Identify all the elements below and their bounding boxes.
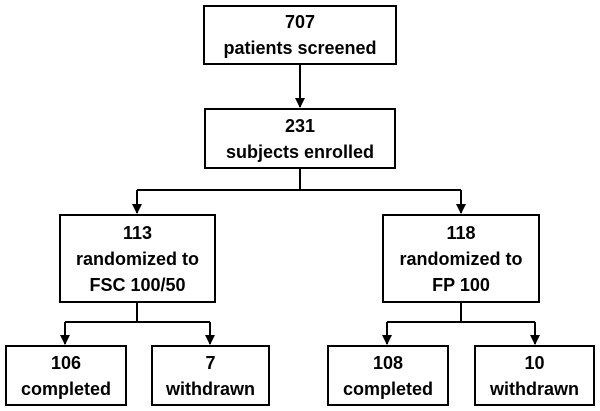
screened-label: patients screened <box>223 38 377 58</box>
fsc-completed-label: completed <box>20 378 112 399</box>
fsc-arm-count: 113 <box>122 222 153 243</box>
connector-enrolled-to-arms <box>132 169 466 214</box>
fp-withdrawn-label: withdrawn <box>490 378 579 399</box>
fsc-completed-count: 106 <box>50 352 82 373</box>
fp-withdrawn-count: 10 <box>524 352 545 373</box>
screened-box: 707 patients screened <box>203 5 397 65</box>
connector-fp-to-outcomes <box>382 303 540 345</box>
fp-completed-label: completed <box>342 378 434 399</box>
enrolled-count: 231 <box>284 115 316 136</box>
fsc-completed-box: 106 completed <box>5 345 127 406</box>
enrolled-box: 231 subjects enrolled <box>204 108 396 169</box>
fsc-withdrawn-count: 7 <box>205 352 216 373</box>
fp-arm-label: randomized to <box>399 248 523 269</box>
fsc-arm-label: randomized to <box>75 248 199 269</box>
fsc-arm-box: 113 randomized to FSC 100/50 <box>59 214 216 303</box>
fsc-withdrawn-label: withdrawn <box>166 378 255 399</box>
enrolled-label: subjects enrolled <box>225 141 375 162</box>
fp-arm-count: 118 <box>446 222 476 243</box>
fp-arm-treatment: FP 100 <box>432 274 490 295</box>
fsc-withdrawn-box: 7 withdrawn <box>151 345 270 406</box>
connector-fsc-to-outcomes <box>60 303 215 345</box>
screened-count: 707 <box>284 12 316 32</box>
fp-completed-count: 108 <box>372 352 404 373</box>
fp-withdrawn-box: 10 withdrawn <box>474 345 595 406</box>
fsc-arm-treatment: FSC 100/50 <box>89 274 186 295</box>
fp-arm-box: 118 randomized to FP 100 <box>382 214 540 303</box>
fp-completed-box: 108 completed <box>327 345 449 406</box>
